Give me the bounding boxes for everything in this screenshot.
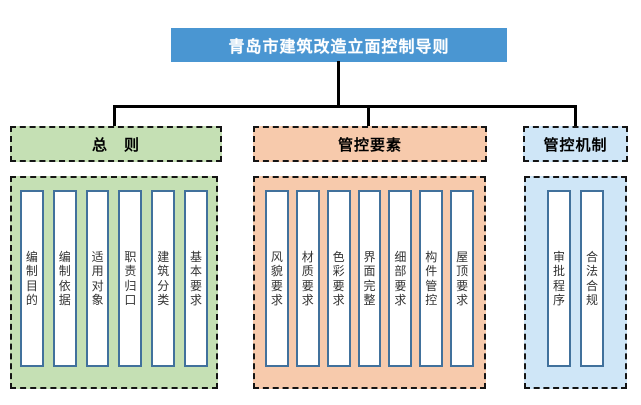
root-title-box: 青岛市建筑改造立面控制导则 <box>171 28 507 62</box>
item-bar: 细部要求 <box>388 190 413 367</box>
group-header-control-elements: 管控要素 <box>253 126 487 162</box>
group-body-general-rules: 编制目的编制依据适用对象职责归口建筑分类基本要求 <box>10 176 218 389</box>
item-bar: 色彩要求 <box>326 190 351 367</box>
item-bar: 屋顶要求 <box>450 190 475 367</box>
item-bar: 适用对象 <box>85 190 110 367</box>
item-bar: 构件管控 <box>419 190 444 367</box>
group-header-label: 管控机制 <box>543 136 608 154</box>
item-bar: 职责归口 <box>118 190 143 367</box>
group-body-control-mechanism: 审批程序合法合规 <box>524 176 627 389</box>
connector-title-stem <box>337 61 340 106</box>
item-bar: 编制依据 <box>52 190 77 367</box>
item-bar: 风貌要求 <box>265 190 289 367</box>
item-bar: 合法合规 <box>580 190 604 367</box>
connector-drop-right <box>574 105 577 127</box>
group-header-label: 总 则 <box>91 136 140 154</box>
item-bar: 编制目的 <box>20 190 44 367</box>
group-header-control-mechanism: 管控机制 <box>523 126 628 162</box>
group-body-control-elements: 风貌要求材质要求色彩要求界面完整细部要求构件管控屋顶要求 <box>253 176 486 389</box>
item-bar: 材质要求 <box>295 190 320 367</box>
item-bar: 基本要求 <box>184 190 208 367</box>
item-bar: 界面完整 <box>357 190 382 367</box>
connector-drop-middle <box>367 105 370 127</box>
connector-drop-left <box>113 105 116 127</box>
group-header-general-rules: 总 则 <box>10 126 222 162</box>
root-title: 青岛市建筑改造立面控制导则 <box>228 39 450 56</box>
item-bar: 建筑分类 <box>151 190 176 367</box>
connector-rail <box>113 105 577 108</box>
item-bar: 审批程序 <box>547 190 571 367</box>
group-header-label: 管控要素 <box>337 136 402 154</box>
